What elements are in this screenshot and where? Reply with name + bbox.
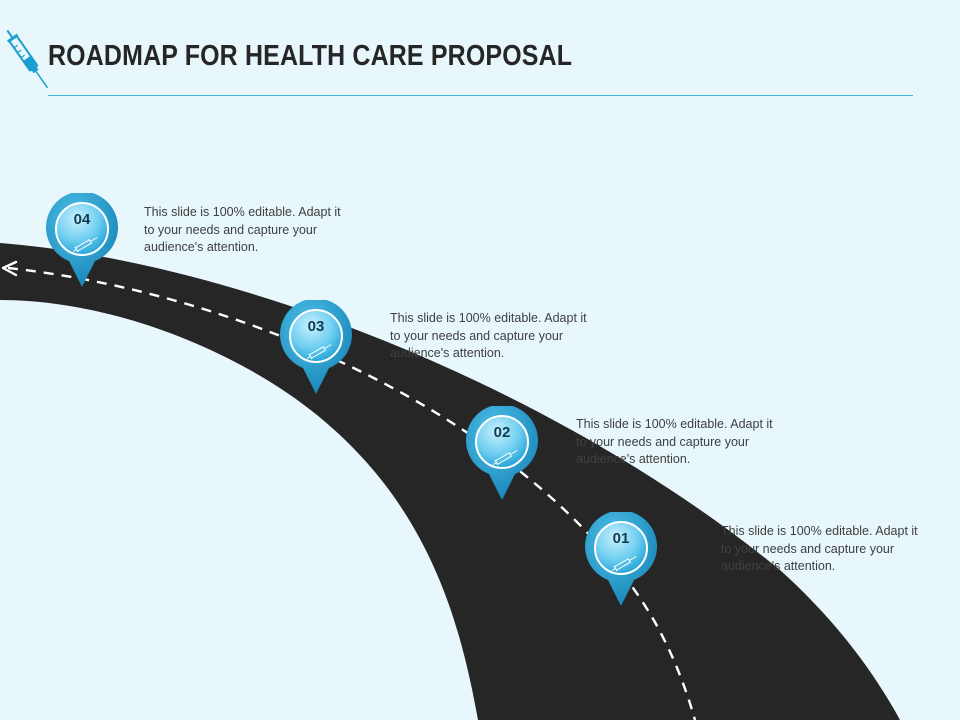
milestone-description: This slide is 100% editable. Adapt it to… xyxy=(576,417,773,466)
milestone-description: This slide is 100% editable. Adapt it to… xyxy=(144,205,341,254)
milestone-pin-02: 02 xyxy=(466,406,538,502)
milestone-pin-04: 04 xyxy=(46,193,118,289)
arrow-left-icon xyxy=(1,260,18,277)
milestone-pin-01: 01 xyxy=(585,512,657,608)
milestone-number: 02 xyxy=(493,424,511,441)
milestone-pin-03: 03 xyxy=(280,300,352,396)
milestone-description: This slide is 100% editable. Adapt it to… xyxy=(390,311,587,360)
syringe-icon xyxy=(492,450,518,466)
title-divider xyxy=(48,95,913,96)
road-center-line xyxy=(7,266,697,720)
milestone-number: 01 xyxy=(612,530,630,547)
syringe-icon xyxy=(4,20,52,100)
road-surface xyxy=(0,243,900,720)
milestone-number: 03 xyxy=(307,318,325,335)
syringe-icon xyxy=(306,344,332,360)
page-title: ROADMAP FOR HEALTH CARE PROPOSAL xyxy=(48,40,573,72)
syringe-icon xyxy=(611,556,637,572)
syringe-icon xyxy=(72,237,98,253)
milestone-number: 04 xyxy=(73,211,91,228)
milestone-description: This slide is 100% editable. Adapt it to… xyxy=(721,524,918,573)
